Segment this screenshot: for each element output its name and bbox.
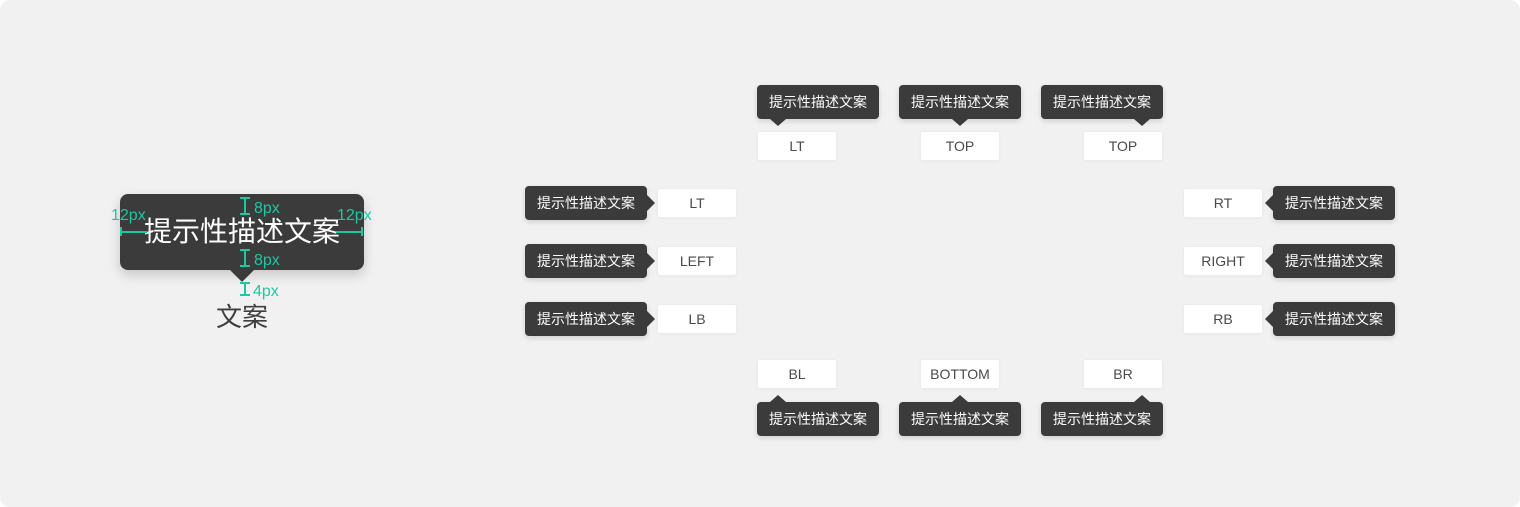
tooltip-arrow-right-icon — [647, 253, 655, 269]
tooltip-right-bottom: 提示性描述文案 — [1265, 302, 1395, 336]
tooltip-top-center: 提示性描述文案 — [899, 85, 1021, 126]
button-left-top[interactable]: LT — [657, 188, 737, 218]
tooltip-left-bottom: 提示性描述文案 — [525, 302, 655, 336]
button-right-bottom[interactable]: RB — [1183, 304, 1263, 334]
button-bottom-left[interactable]: BL — [757, 359, 837, 389]
tooltip-label: 提示性描述文案 — [537, 195, 635, 211]
measure-label-top: 8px — [254, 200, 280, 217]
tooltip-arrow-up-icon — [1134, 395, 1150, 402]
tooltip-label: 提示性描述文案 — [1285, 311, 1383, 327]
tooltip-bottom-left: 提示性描述文案 — [757, 395, 879, 436]
tooltip-label: 提示性描述文案 — [911, 94, 1009, 110]
button-top-left[interactable]: LT — [757, 131, 837, 161]
measure-label-right: 12px — [337, 207, 372, 224]
tooltip-arrow-down-icon — [230, 270, 254, 282]
tooltip-label: 提示性描述文案 — [1285, 195, 1383, 211]
tooltip-left-top: 提示性描述文案 — [525, 186, 655, 220]
spec-tooltip-label: 提示性描述文案 — [143, 216, 340, 247]
tooltip-label: 提示性描述文案 — [769, 411, 867, 427]
tooltip-bottom: 提示性描述文案 — [899, 395, 1021, 436]
tooltip-bottom-right: 提示性描述文案 — [1041, 395, 1163, 436]
tooltip-arrow-right-icon — [647, 311, 655, 327]
tooltip-arrow-right-icon — [647, 195, 655, 211]
measure-label-bottom: 8px — [254, 252, 280, 269]
tooltip-left: 提示性描述文案 — [525, 244, 655, 278]
tooltip-top-right: 提示性描述文案 — [1041, 85, 1163, 126]
measure-line-right — [336, 227, 363, 236]
button-left[interactable]: LEFT — [657, 246, 737, 276]
button-right[interactable]: RIGHT — [1183, 246, 1263, 276]
button-left-bottom[interactable]: LB — [657, 304, 737, 334]
tooltip-arrow-left-icon — [1265, 253, 1273, 269]
button-right-top[interactable]: RT — [1183, 188, 1263, 218]
tooltip-arrow-down-icon — [770, 119, 786, 126]
tooltip-arrow-left-icon — [1265, 311, 1273, 327]
tooltip-label: 提示性描述文案 — [537, 311, 635, 327]
tooltip-label: 提示性描述文案 — [1053, 94, 1151, 110]
tooltip-right-top: 提示性描述文案 — [1265, 186, 1395, 220]
tooltip-arrow-down-icon — [1134, 119, 1150, 126]
tooltip-arrow-up-icon — [952, 395, 968, 402]
measure-beam-top — [240, 197, 250, 215]
tooltip-label: 提示性描述文案 — [1053, 411, 1151, 427]
tooltip-arrow-up-icon — [770, 395, 786, 402]
tooltip-top-left: 提示性描述文案 — [757, 85, 879, 126]
button-top-right[interactable]: TOP — [1083, 131, 1163, 161]
button-bottom-right[interactable]: BR — [1083, 359, 1163, 389]
tooltip-right: 提示性描述文案 — [1265, 244, 1395, 278]
tooltip-arrow-left-icon — [1265, 195, 1273, 211]
spec-target-text: 文案 — [215, 302, 268, 332]
tooltip-label: 提示性描述文案 — [911, 411, 1009, 427]
tooltip-label: 提示性描述文案 — [537, 253, 635, 269]
tooltip-label: 提示性描述文案 — [1285, 253, 1383, 269]
measure-label-left: 12px — [111, 207, 146, 224]
tooltip-arrow-down-icon — [952, 119, 968, 126]
measure-label-gap: 4px — [253, 283, 279, 300]
button-top-center[interactable]: TOP — [920, 131, 1000, 161]
spec-tooltip: 提示性描述文案 — [120, 194, 364, 282]
measure-line-left — [120, 227, 147, 236]
measure-beam-bottom — [240, 249, 250, 267]
tooltip-label: 提示性描述文案 — [769, 94, 867, 110]
measure-beam-gap — [240, 282, 250, 296]
button-bottom[interactable]: BOTTOM — [920, 359, 1000, 389]
